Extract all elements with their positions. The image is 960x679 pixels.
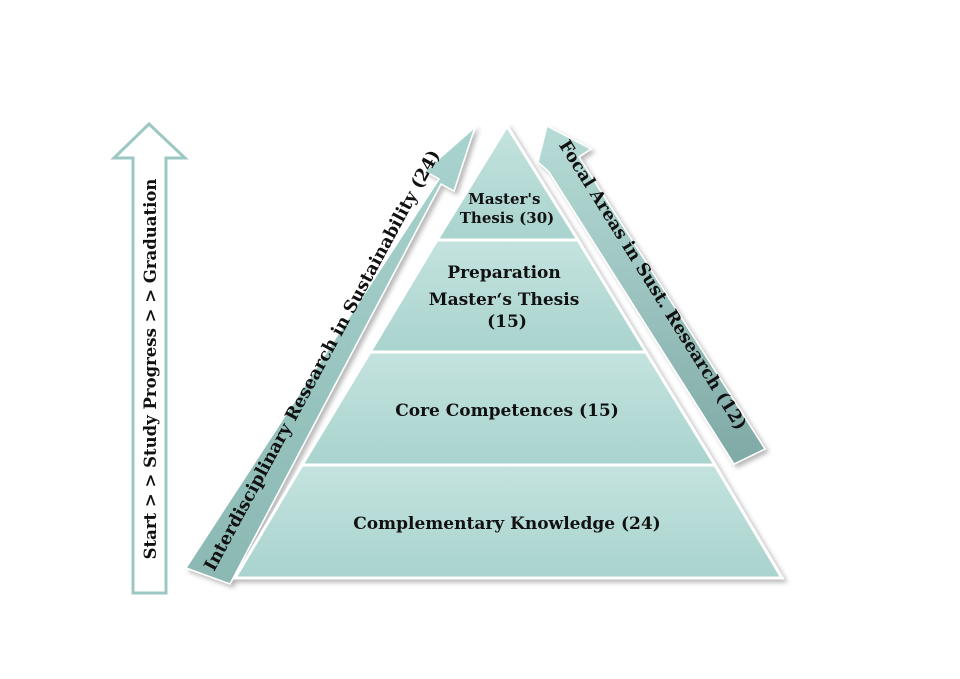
study-progress-arrow: Start > > Study Progress > > Graduation — [110, 121, 189, 595]
level-complementary-label: Complementary Knowledge (24) — [353, 514, 660, 534]
pyramid — [232, 123, 785, 580]
study-progress-label: Start > > Study Progress > > Graduation — [141, 179, 160, 560]
level-core-label: Core Competences (15) — [395, 401, 619, 421]
level-thesis-label: Master's Thesis (30) — [460, 190, 555, 227]
pyramid-level-complementary — [232, 463, 785, 580]
focal-areas-arrow — [537, 124, 767, 465]
interdisciplinary-research-arrow — [184, 124, 477, 585]
level-preparation-label: Preparation Master‘s Thesis (15) — [429, 263, 585, 332]
